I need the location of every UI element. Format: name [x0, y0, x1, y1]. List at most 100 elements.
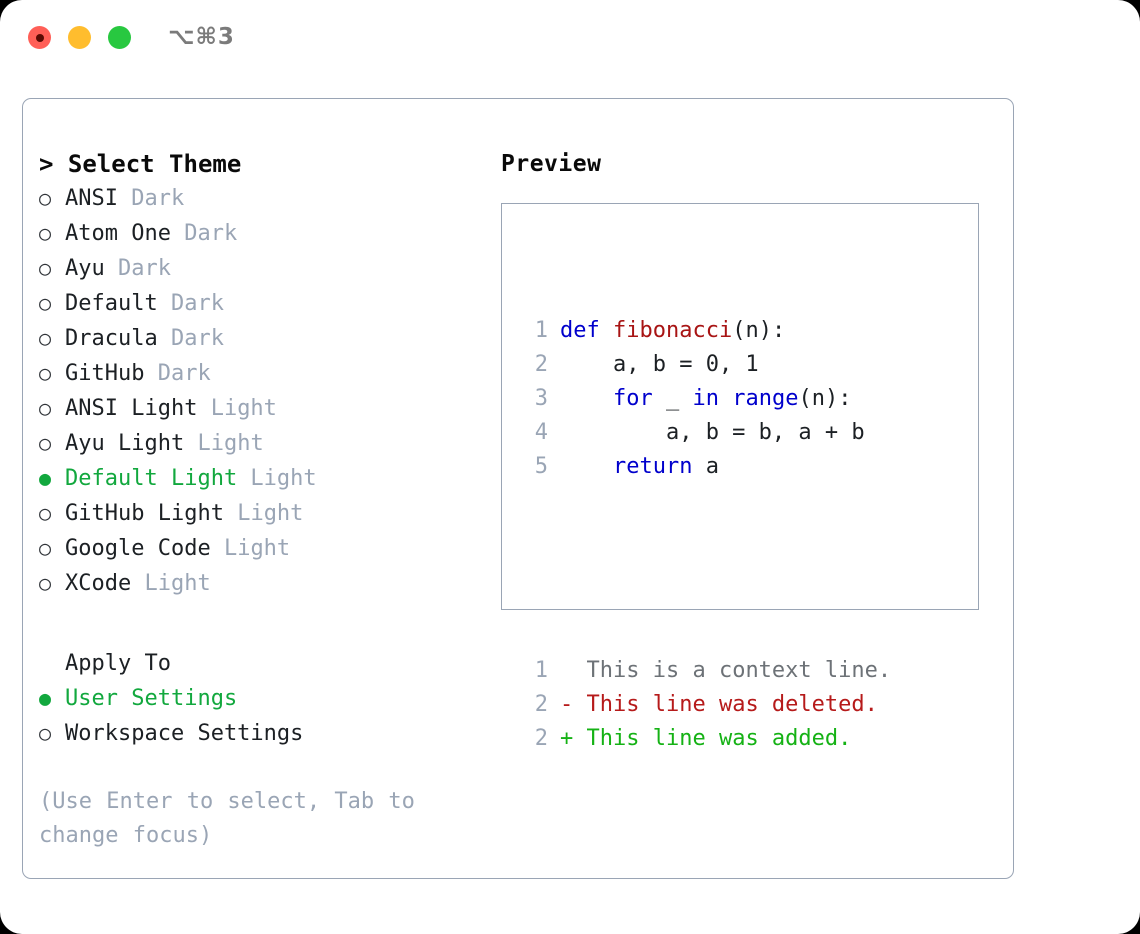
- diff-marker: +: [560, 726, 587, 751]
- radio-unselected-icon: ○: [39, 431, 52, 455]
- preview-label: Preview: [501, 151, 602, 177]
- theme-option-category: Dark: [157, 291, 224, 316]
- code-token: [560, 386, 613, 411]
- code-token: def: [560, 318, 613, 343]
- radio-unselected-icon: ○: [39, 291, 52, 315]
- theme-option-name: ANSI: [65, 186, 118, 211]
- theme-option-name: GitHub: [65, 361, 145, 386]
- theme-option[interactable]: ○ GitHub Light Light: [39, 496, 459, 531]
- code-token: in: [692, 386, 719, 411]
- main-panel: > Select Theme ○ANSI Dark○Atom One Dark○…: [22, 98, 1014, 879]
- theme-option[interactable]: ○XCode Light: [39, 566, 459, 601]
- apply-to-title: Apply To: [65, 651, 171, 676]
- radio-unselected-icon: ○: [39, 221, 52, 245]
- theme-option-category: Dark: [170, 221, 238, 246]
- theme-option-name: Ayu: [65, 256, 105, 281]
- line-number: 5: [534, 454, 548, 479]
- radio-unselected-icon: ○: [39, 721, 52, 745]
- code-token: fibonacci: [612, 318, 733, 343]
- radio-unselected-icon: ○: [39, 326, 52, 350]
- code-token: [719, 386, 732, 411]
- diff-line-text: This is a context line.: [586, 658, 892, 683]
- theme-option[interactable]: ○ANSI Light Light: [39, 391, 459, 426]
- theme-option[interactable]: ○ Ayu Light Light: [39, 426, 459, 461]
- theme-option-category: Light: [223, 501, 304, 526]
- theme-option-name: Dracula: [65, 326, 158, 351]
- apply-to-option[interactable]: ○ Workspace Settings: [39, 716, 459, 751]
- code-line-text: a, b = b, a + b: [560, 416, 865, 450]
- apply-to-option-name: User Settings: [65, 686, 238, 711]
- code-token: a, b = 0, 1: [560, 352, 759, 377]
- apply-to-option-list: ●User Settings ○ Workspace Settings: [39, 681, 459, 751]
- theme-option[interactable]: ○ Default Dark: [39, 286, 459, 321]
- theme-option-name: ANSI Light: [65, 396, 198, 421]
- code-line-text: a, b = 0, 1: [560, 348, 759, 382]
- title-bar: ⌥⌘3: [0, 0, 1140, 78]
- theme-option[interactable]: ○Ayu Dark: [39, 251, 459, 286]
- window-controls: [28, 26, 131, 49]
- code-token: [560, 454, 613, 479]
- apply-to-option[interactable]: ●User Settings: [39, 681, 459, 716]
- theme-option-category: Light: [131, 571, 211, 596]
- line-number: 1: [534, 318, 548, 343]
- code-token: range: [732, 386, 799, 411]
- theme-option-name: Google Code: [65, 536, 211, 561]
- theme-option-name: Default Light: [65, 466, 238, 491]
- line-number: 3: [534, 386, 548, 411]
- theme-option-category: Dark: [104, 256, 171, 281]
- theme-option-name: XCode: [65, 571, 132, 596]
- theme-option-name: GitHub Light: [65, 501, 224, 526]
- theme-picker-column: > Select Theme ○ANSI Dark○Atom One Dark○…: [39, 147, 459, 853]
- theme-option[interactable]: ○ GitHub Dark: [39, 356, 459, 391]
- code-token: return: [612, 454, 693, 479]
- line-number: 2: [534, 352, 548, 377]
- diff-line: 2+ This line was added.: [514, 722, 978, 756]
- theme-option[interactable]: ● Default Light Light: [39, 461, 459, 496]
- section-spacer: [39, 601, 459, 647]
- select-theme-header: > Select Theme: [39, 150, 242, 178]
- theme-option[interactable]: ○Dracula Dark: [39, 321, 459, 356]
- radio-unselected-icon: ○: [39, 536, 52, 560]
- hint-spacer: [39, 751, 459, 785]
- code-blank-line: [514, 552, 978, 586]
- theme-option[interactable]: ○Google Code Light: [39, 531, 459, 566]
- code-token: for: [612, 386, 653, 411]
- code-token: (n):: [798, 386, 852, 411]
- theme-option-name: Ayu Light: [65, 431, 185, 456]
- code-line: 5 return a: [514, 450, 978, 484]
- theme-option-category: Dark: [144, 361, 211, 386]
- close-button[interactable]: [28, 26, 51, 49]
- radio-selected-icon: ●: [39, 466, 52, 490]
- diff-line-text: This line was added.: [586, 726, 852, 751]
- code-line: 2 a, b = 0, 1: [514, 348, 978, 382]
- keyboard-hint-text: (Use Enter to select, Tab to change focu…: [39, 789, 415, 848]
- apply-to-option-name: Workspace Settings: [65, 721, 304, 746]
- theme-option-category: Light: [237, 466, 317, 491]
- code-token: a: [692, 454, 719, 479]
- line-number: 2: [534, 692, 548, 717]
- code-line: 1 def fibonacci(n):: [514, 314, 978, 348]
- maximize-button[interactable]: [108, 26, 131, 49]
- theme-option-name: Default: [65, 291, 158, 316]
- line-number: 1: [534, 658, 548, 683]
- minimize-button[interactable]: [68, 26, 91, 49]
- theme-option[interactable]: ○ANSI Dark: [39, 181, 459, 216]
- radio-unselected-icon: ○: [39, 361, 52, 385]
- theme-option-category: Light: [184, 431, 264, 456]
- code-token: _: [652, 386, 693, 411]
- code-line-text: def fibonacci(n):: [560, 314, 785, 348]
- radio-unselected-icon: ○: [39, 501, 52, 525]
- diff-sample: 1 This is a context line. 2- This line wa…: [514, 654, 978, 756]
- radio-unselected-icon: ○: [39, 186, 52, 210]
- theme-option-category: Light: [197, 396, 277, 421]
- theme-option-list: ○ANSI Dark○Atom One Dark○Ayu Dark○Defaul…: [39, 181, 459, 601]
- code-line: 3 for _ in range(n):: [514, 382, 978, 416]
- theme-option[interactable]: ○Atom One Dark: [39, 216, 459, 251]
- code-token: (n):: [732, 318, 786, 343]
- diff-marker: -: [560, 692, 587, 717]
